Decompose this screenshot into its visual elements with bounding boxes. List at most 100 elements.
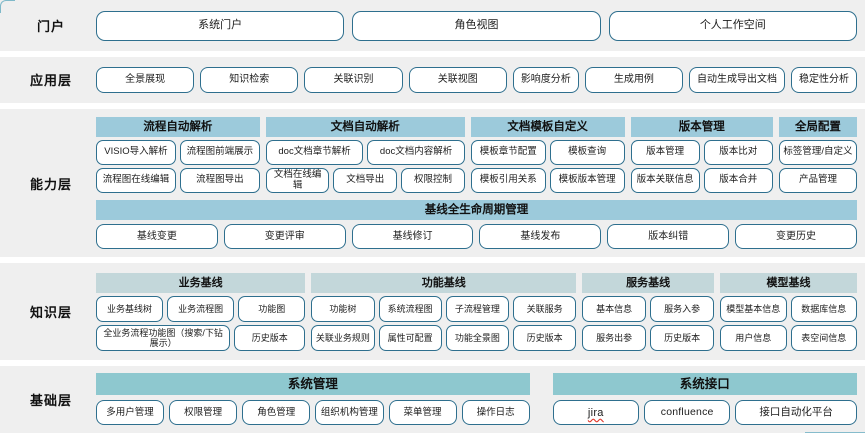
foundation-group-system-interface: 系统接口 jira confluence 接口自动化平台 xyxy=(552,373,857,426)
cap-item-process-diagram-export[interactable]: 流程图导出 xyxy=(179,168,260,194)
base-item-operation-log[interactable]: 操作日志 xyxy=(461,400,530,426)
kn-item-related-service[interactable]: 关联服务 xyxy=(512,295,577,322)
layer-band-portal: 门户 系统门户 角色视图 个人工作空间 xyxy=(0,0,865,52)
app-item-auto-generate-export-doc[interactable]: 自动生成导出文档 xyxy=(689,66,786,93)
app-item-relation-recognition[interactable]: 关联识别 xyxy=(304,66,403,93)
cap-item-template-chapter-config[interactable]: 模板章节配置 xyxy=(470,140,546,166)
app-item-panorama-display[interactable]: 全景展现 xyxy=(96,66,195,93)
kn-item-tablespace-info[interactable]: 表空间信息 xyxy=(790,324,857,351)
group-row: 文档在线编辑 文档导出 权限控制 xyxy=(265,168,465,194)
kn-item-database-info[interactable]: 数据库信息 xyxy=(790,295,857,322)
kn-item-model-basic-info[interactable]: 模型基本信息 xyxy=(720,295,787,322)
app-item-knowledge-search[interactable]: 知识检索 xyxy=(200,66,299,93)
kn-item-basic-info[interactable]: 基本信息 xyxy=(582,295,647,322)
foundation-groups: 系统管理 多用户管理 权限管理 角色管理 组织机构管理 菜单管理 操作日志 系统… xyxy=(96,373,857,426)
capability-group-version-management: 版本管理 版本管理 版本比对 版本关联信息 版本合并 xyxy=(630,117,773,194)
kn-item-user-info[interactable]: 用户信息 xyxy=(720,324,787,351)
group-row: 服务出参 历史版本 xyxy=(582,324,715,351)
portal-item-personal-workspace[interactable]: 个人工作空间 xyxy=(608,10,857,41)
group-row: 模板章节配置 模板查询 xyxy=(470,140,625,166)
cap-item-doc-export[interactable]: 文档导出 xyxy=(333,168,398,194)
lifecycle-item-baseline-change[interactable]: 基线变更 xyxy=(96,224,218,250)
kn-item-system-process-diagram[interactable]: 系统流程图 xyxy=(378,295,442,322)
cap-item-template-query[interactable]: 模板查询 xyxy=(549,140,625,166)
band-divider-4 xyxy=(0,359,865,366)
knowledge-group-business-baseline: 业务基线 业务基线树 业务流程图 功能图 全业务流程功能图（搜索/下钻展示） 历… xyxy=(96,272,306,351)
kn-item-attribute-configurable[interactable]: 属性可配置 xyxy=(378,324,442,351)
app-item-generate-use-case[interactable]: 生成用例 xyxy=(584,66,684,93)
lifecycle-item-change-history[interactable]: 变更历史 xyxy=(735,224,857,250)
group-row: 用户信息 表空间信息 xyxy=(720,324,857,351)
cap-item-process-diagram-frontend-display[interactable]: 流程图前端展示 xyxy=(179,140,260,166)
app-item-stability-analysis[interactable]: 稳定性分析 xyxy=(791,66,858,93)
app-item-relation-view[interactable]: 关联视图 xyxy=(408,66,507,93)
kn-item-business-process-diagram[interactable]: 业务流程图 xyxy=(167,295,235,322)
group-row: 产品管理 xyxy=(778,168,857,194)
cap-item-doc-content-parse[interactable]: doc文档内容解析 xyxy=(367,140,465,166)
app-item-impact-analysis[interactable]: 影响度分析 xyxy=(512,66,579,93)
kn-item-function-diagram[interactable]: 功能图 xyxy=(238,295,306,322)
kn-item-full-business-process-function-diagram[interactable]: 全业务流程功能图（搜索/下钻展示） xyxy=(96,324,231,351)
base-item-interface-automation-platform[interactable]: 接口自动化平台 xyxy=(735,400,857,426)
group-row: 模板引用关系 模板版本管理 xyxy=(470,168,625,194)
cap-item-process-diagram-online-edit[interactable]: 流程图在线编辑 xyxy=(96,168,176,194)
knowledge-group-service-baseline: 服务基线 基本信息 服务入参 服务出参 历史版本 xyxy=(582,272,715,351)
kn-item-related-business-rule[interactable]: 关联业务规则 xyxy=(311,324,375,351)
base-item-confluence[interactable]: confluence xyxy=(643,400,731,426)
cap-item-permission-control[interactable]: 权限控制 xyxy=(401,168,465,194)
cap-item-doc-online-edit[interactable]: 文档在线编辑 xyxy=(265,168,330,194)
cap-item-version-merge[interactable]: 版本合并 xyxy=(703,168,773,194)
base-item-menu-management[interactable]: 菜单管理 xyxy=(388,400,457,426)
kn-item-service-output-params[interactable]: 服务出参 xyxy=(582,324,647,351)
capability-group-doc-auto-parse: 文档自动解析 doc文档章节解析 doc文档内容解析 文档在线编辑 文档导出 权… xyxy=(265,117,465,194)
group-row: 版本关联信息 版本合并 xyxy=(630,168,773,194)
base-item-role-management[interactable]: 角色管理 xyxy=(242,400,311,426)
group-header-doc-template-custom: 文档模板自定义 xyxy=(470,117,625,138)
base-item-multi-user-management[interactable]: 多用户管理 xyxy=(96,400,165,426)
kn-item-history-version-function[interactable]: 历史版本 xyxy=(512,324,577,351)
layer-band-foundation: 基础层 系统管理 多用户管理 权限管理 角色管理 组织机构管理 菜单管理 操作日… xyxy=(0,365,865,433)
confluence-label: confluence xyxy=(660,406,714,419)
group-row: jira confluence 接口自动化平台 xyxy=(552,400,857,426)
cap-item-version-management[interactable]: 版本管理 xyxy=(630,140,700,166)
cap-item-doc-chapter-parse[interactable]: doc文档章节解析 xyxy=(265,140,364,166)
kn-item-service-input-params[interactable]: 服务入参 xyxy=(650,295,715,322)
cap-item-tag-management-custom[interactable]: 标签管理/自定义 xyxy=(778,140,857,166)
lifecycle-item-change-review[interactable]: 变更评审 xyxy=(223,224,346,250)
group-header-function-baseline: 功能基线 xyxy=(311,272,577,293)
group-row: VISIO导入解析 流程图前端展示 xyxy=(96,140,260,166)
cap-item-version-relation-info[interactable]: 版本关联信息 xyxy=(630,168,700,194)
cap-item-product-management[interactable]: 产品管理 xyxy=(778,168,857,194)
group-header-process-auto-parse: 流程自动解析 xyxy=(96,117,260,138)
kn-item-function-tree[interactable]: 功能树 xyxy=(311,295,375,322)
portal-item-role-view[interactable]: 角色视图 xyxy=(352,10,601,41)
group-header-model-baseline: 模型基线 xyxy=(720,272,857,293)
layer-band-capability: 能力层 流程自动解析 VISIO导入解析 流程图前端展示 流程图在线编辑 流程图… xyxy=(0,108,865,258)
cap-item-version-compare[interactable]: 版本比对 xyxy=(703,140,773,166)
kn-item-function-panorama[interactable]: 功能全景图 xyxy=(445,324,509,351)
group-header-service-baseline: 服务基线 xyxy=(582,272,715,293)
kn-item-business-baseline-tree[interactable]: 业务基线树 xyxy=(96,295,164,322)
base-item-permission-management[interactable]: 权限管理 xyxy=(169,400,238,426)
group-row: 基本信息 服务入参 xyxy=(582,295,715,322)
kn-item-history-version-business[interactable]: 历史版本 xyxy=(234,324,306,351)
capability-group-doc-template-custom: 文档模板自定义 模板章节配置 模板查询 模板引用关系 模板版本管理 xyxy=(470,117,625,194)
cap-item-template-version-management[interactable]: 模板版本管理 xyxy=(549,168,625,194)
cap-item-template-reference-relation[interactable]: 模板引用关系 xyxy=(470,168,546,194)
layer-band-application: 应用层 全景展现 知识检索 关联识别 关联视图 影响度分析 生成用例 自动生成导… xyxy=(0,57,865,103)
knowledge-group-function-baseline: 功能基线 功能树 系统流程图 子流程管理 关联服务 关联业务规则 属性可配置 功… xyxy=(311,272,577,351)
base-item-jira[interactable]: jira xyxy=(552,400,639,426)
portal-item-system-portal[interactable]: 系统门户 xyxy=(96,10,345,41)
group-header-business-baseline: 业务基线 xyxy=(96,272,306,293)
capability-group-process-auto-parse: 流程自动解析 VISIO导入解析 流程图前端展示 流程图在线编辑 流程图导出 xyxy=(96,117,260,194)
kn-item-sub-process-management[interactable]: 子流程管理 xyxy=(445,295,509,322)
lifecycle-item-baseline-revision[interactable]: 基线修订 xyxy=(351,224,474,250)
kn-item-history-version-service[interactable]: 历史版本 xyxy=(650,324,715,351)
group-header-doc-auto-parse: 文档自动解析 xyxy=(265,117,465,138)
lifecycle-item-baseline-release[interactable]: 基线发布 xyxy=(479,224,602,250)
cap-item-visio-import-parse[interactable]: VISIO导入解析 xyxy=(96,140,176,166)
portal-items-row: 系统门户 角色视图 个人工作空间 xyxy=(96,10,857,41)
lifecycle-item-version-correction[interactable]: 版本纠错 xyxy=(607,224,730,250)
base-item-org-structure-management[interactable]: 组织机构管理 xyxy=(315,400,384,426)
